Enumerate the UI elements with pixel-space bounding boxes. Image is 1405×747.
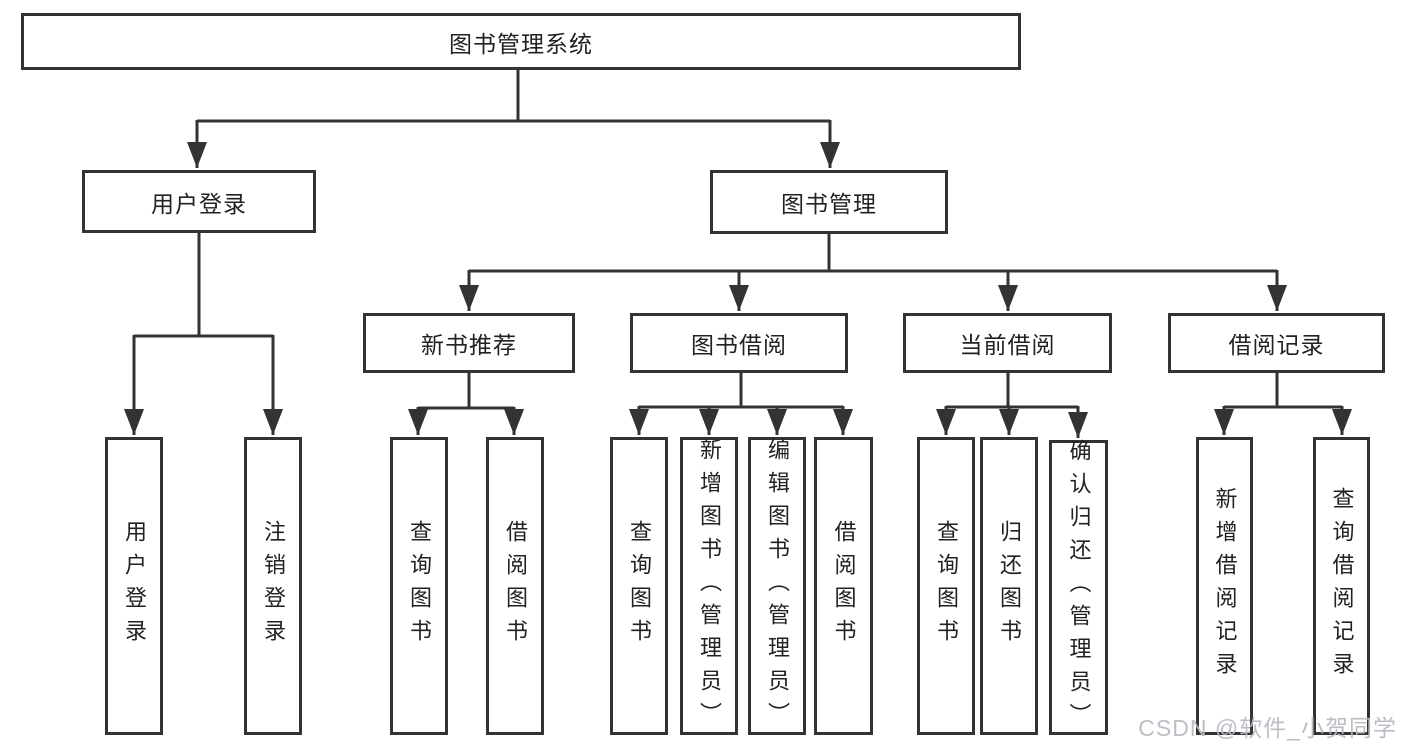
node-book-borrow-label: 图书借阅: [691, 332, 787, 358]
leaf-borrow-edit-books-admin: 编辑图书（管理员）: [748, 437, 806, 735]
node-book-borrow: 图书借阅: [630, 313, 848, 373]
node-new-book-recommend: 新书推荐: [363, 313, 575, 373]
leaf-newbook-query-books: 查询图书: [390, 437, 448, 735]
node-user-login-label: 用户登录: [151, 190, 247, 217]
node-borrow-records: 借阅记录: [1168, 313, 1385, 373]
leaf-current-confirm-return-admin: 确认归还（管理员）: [1049, 439, 1108, 736]
leaf-borrow-query-books: 查询图书: [610, 437, 668, 735]
leaf-logout: 注销登录: [244, 437, 302, 735]
node-user-login: 用户登录: [82, 170, 316, 233]
leaf-newbook-borrow-books: 借阅图书: [486, 437, 544, 735]
leaf-user-login: 用户登录: [105, 437, 163, 735]
node-current-borrow: 当前借阅: [903, 313, 1112, 373]
leaf-borrow-add-books-admin: 新增图书（管理员）: [680, 437, 738, 735]
leaf-current-query-books: 查询图书: [917, 437, 975, 735]
node-library-system: 图书管理系统: [21, 13, 1021, 70]
node-book-management-label: 图书管理: [781, 191, 877, 217]
node-new-book-recommend-label: 新书推荐: [421, 332, 517, 358]
node-borrow-records-label: 借阅记录: [1228, 332, 1325, 358]
node-current-borrow-label: 当前借阅: [959, 332, 1056, 358]
leaf-current-return-books: 归还图书: [980, 437, 1038, 735]
leaf-records-query-record: 查询借阅记录: [1313, 437, 1370, 735]
leaf-borrow-borrow-books: 借阅图书: [814, 437, 873, 735]
node-book-management: 图书管理: [710, 170, 948, 234]
node-library-system-label: 图书管理系统: [449, 30, 593, 57]
leaf-records-add-record: 新增借阅记录: [1196, 437, 1253, 735]
